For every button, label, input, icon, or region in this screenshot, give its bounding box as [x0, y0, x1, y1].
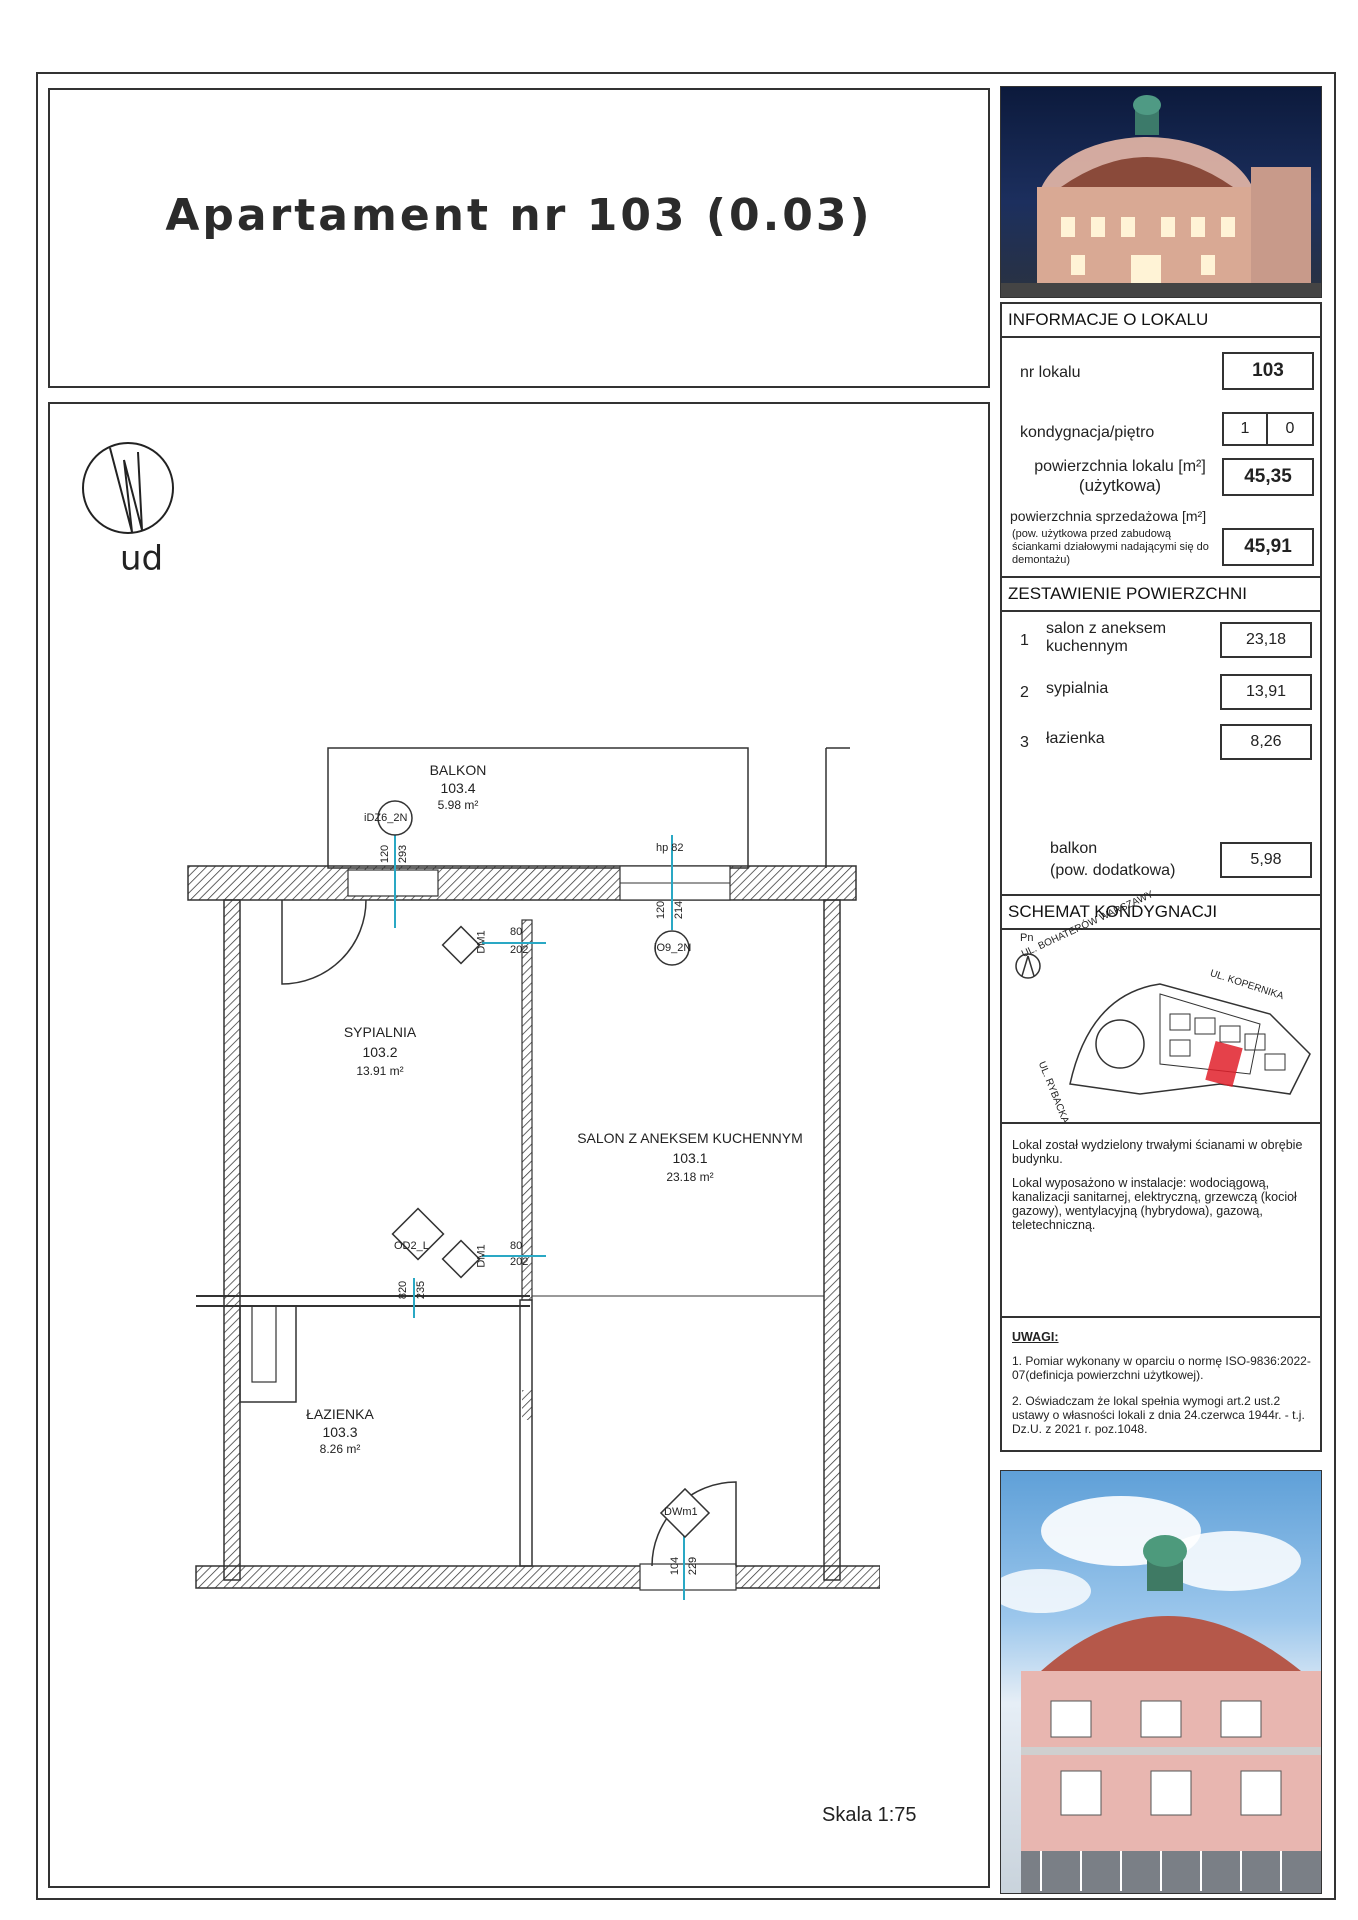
left-wall — [223, 899, 241, 1581]
lazienka-name: ŁAZIENKA — [306, 1406, 374, 1422]
salon-num: 103.1 — [672, 1150, 708, 1166]
info-section: INFORMACJE O LOKALU — [1000, 302, 1322, 578]
tag-idz6: iDZ6_2N — [364, 812, 408, 824]
dim-120a: 120 — [379, 844, 392, 864]
dim-120b: 120 — [655, 900, 668, 920]
dim-235: 235 — [415, 1280, 428, 1300]
balkon-name: BALKON — [429, 762, 487, 778]
dim-hp: hp 82 — [656, 842, 684, 854]
sale-value: 45,91 — [1222, 528, 1314, 566]
summary-num-1: 1 — [1020, 632, 1029, 649]
notes-p2: Lokal wyposażono w instalacje: wodociągo… — [1012, 1176, 1297, 1232]
floor-value-1: 1 — [1222, 412, 1268, 446]
salon-area: 23.18 m² — [666, 1170, 714, 1184]
summary-label-2: sypialnia — [1046, 680, 1109, 697]
top-wall — [187, 865, 857, 901]
schema-header: SCHEMAT KONDYGNACJI — [1002, 896, 1320, 930]
summary-value-2: 13,91 — [1220, 674, 1312, 710]
schema-north-label: Pn — [1020, 932, 1034, 944]
floor-plan-box — [48, 402, 990, 1888]
summary-extra-sub: (pow. dodatkowa) — [1050, 862, 1176, 879]
area-value: 45,35 — [1222, 458, 1314, 496]
dim-202b: 202 — [510, 1256, 529, 1268]
balcony-door-opening — [347, 869, 439, 897]
building-photo-day — [1000, 1470, 1322, 1894]
dim-229: 229 — [687, 1556, 700, 1576]
tag-io9: iO9_2N — [654, 942, 692, 954]
remarks-header: UWAGI: — [1012, 1330, 1059, 1344]
tag-dwm1: DWm1 — [664, 1506, 698, 1518]
building-photo-night — [1000, 86, 1322, 298]
summary-header: ZESTAWIENIE POWIERZCHNI — [1002, 578, 1320, 612]
tag-od2: OD2_L — [394, 1240, 429, 1252]
info-header: INFORMACJE O LOKALU — [1002, 304, 1320, 338]
summary-extra-label: balkon — [1050, 840, 1098, 857]
summary-num-2: 2 — [1020, 684, 1029, 701]
tag-idz6-circle — [377, 800, 413, 836]
entrance-opening — [639, 1563, 737, 1591]
balkon-num: 103.4 — [440, 780, 476, 796]
page-outer-frame — [36, 72, 1336, 1900]
dim-104: 104 — [669, 1556, 682, 1576]
floor-value-2: 0 — [1266, 412, 1314, 446]
apartment-location-marker — [1205, 1041, 1243, 1087]
dim-202a: 202 — [510, 944, 529, 956]
lazienka-area: 8.26 m² — [319, 1442, 361, 1456]
salon-name: SALON Z ANEKSEM KUCHENNYM — [577, 1130, 803, 1146]
remarks-p2: 2. Oświadczam że lokal spełnia wymogi ar… — [1012, 1394, 1305, 1436]
sale-label: powierzchnia sprzedażowa [m²] — [1010, 508, 1207, 524]
schema-north-icon — [1015, 953, 1041, 979]
nr-label: nr lokalu — [1020, 364, 1081, 381]
sypialnia-num: 103.2 — [362, 1044, 398, 1060]
summary-num-3: 3 — [1020, 734, 1029, 751]
building-day-image — [1001, 1496, 1321, 1893]
area-label: powierzchnia lokalu [m²] — [1034, 458, 1206, 475]
tag-dm1b: DM1 — [475, 1244, 488, 1268]
sale-note: (pow. użytkowa przed zabudową ściankami … — [1012, 528, 1209, 566]
floor-plan-drawing — [187, 747, 880, 1600]
summary-value-3: 8,26 — [1220, 724, 1312, 760]
summary-label-3: łazienka — [1046, 730, 1105, 747]
sypialnia-name: SYPIALNIA — [343, 1024, 417, 1040]
remarks-p1: 1. Pomiar wykonany w oparciu o normę ISO… — [1012, 1354, 1311, 1382]
dim-80b: 80 — [510, 1240, 523, 1252]
right-wall — [823, 899, 841, 1581]
dim-820: 820 — [397, 1280, 410, 1300]
lazienka-num: 103.3 — [322, 1424, 358, 1440]
page-title: Apartament nr 103 (0.03) — [165, 190, 873, 241]
title-box — [48, 88, 990, 388]
nr-value: 103 — [1222, 352, 1314, 390]
sypialnia-area: 13.91 m² — [356, 1064, 404, 1078]
bottom-wall — [195, 1565, 880, 1589]
tag-dm1a: DM1 — [475, 930, 488, 954]
dim-214: 214 — [673, 900, 686, 920]
remarks-section — [1000, 1316, 1322, 1452]
notes-p1: Lokal został wydzielony trwałymi ścianam… — [1012, 1138, 1303, 1166]
area-sub: (użytkowa) — [1078, 476, 1162, 495]
north-arrow-icon — [82, 442, 174, 534]
summary-label-1: salon z aneksem kuchennym — [1046, 620, 1167, 655]
floor-schema-map — [1015, 953, 1311, 1095]
dim-293: 293 — [397, 844, 410, 864]
scale-label: Skala 1:75 — [822, 1804, 917, 1826]
balkon-area: 5.98 m² — [437, 798, 479, 812]
interior-wall-vertical — [521, 919, 533, 1301]
tag-io9-circle — [654, 930, 690, 966]
summary-value-1: 23,18 — [1220, 622, 1312, 658]
dim-80a: 80 — [510, 926, 523, 938]
north-label: pn — [120, 542, 164, 582]
north-arrow: pn — [80, 440, 190, 590]
building-night-image — [1001, 95, 1321, 297]
floor-label: kondygnacja/piętro — [1020, 424, 1155, 441]
summary-extra-value: 5,98 — [1220, 842, 1312, 878]
